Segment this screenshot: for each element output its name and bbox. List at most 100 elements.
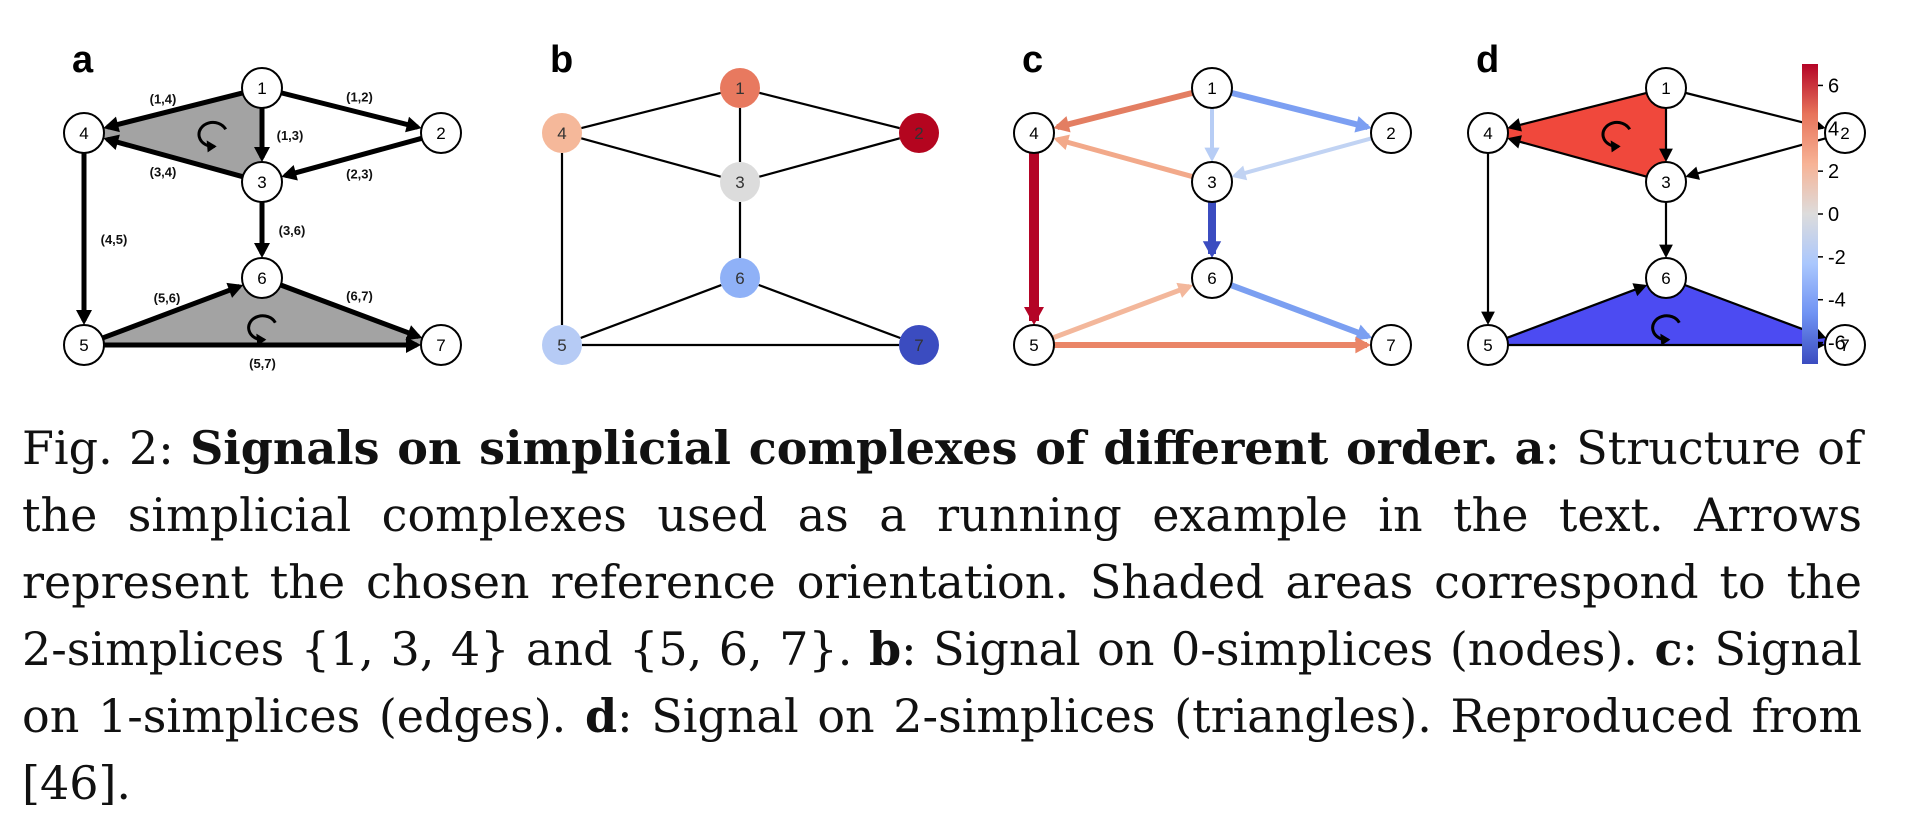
node-label-5: 5 xyxy=(79,336,88,355)
panel-label-a: a xyxy=(72,39,94,81)
colorbar-tick-label: -4 xyxy=(1828,290,1846,312)
figure: a(1,4)(1,2)(1,3)(3,4)(2,3)(4,5)(3,6)(5,6… xyxy=(63,39,1866,371)
panel-label-b: b xyxy=(550,39,573,81)
edge-arrowhead-icon xyxy=(1507,135,1522,149)
edge-arrowhead-icon xyxy=(1053,134,1070,151)
caption-b-text: : Signal on 0-simplices (nodes). xyxy=(901,622,1655,676)
node-6 xyxy=(1191,257,1233,299)
caption-fig-number: Fig. 2: xyxy=(22,421,191,475)
node-6 xyxy=(241,257,283,299)
edge-arrowhead-icon xyxy=(254,243,270,258)
node-2 xyxy=(1370,112,1412,154)
node-label-6: 6 xyxy=(1661,269,1670,288)
node-3 xyxy=(241,161,283,203)
edge-arrowhead-icon xyxy=(1355,336,1371,354)
edge-arrowhead-icon xyxy=(1481,311,1495,325)
colorbar-tick-label: 0 xyxy=(1828,204,1839,226)
edge-1-2 xyxy=(1685,91,1822,129)
node-3 xyxy=(720,162,760,202)
caption-d-label: d xyxy=(584,689,618,743)
edge-arrowhead-icon xyxy=(405,325,423,341)
edge-label-2-3: (2,3) xyxy=(346,167,373,182)
colorbar-tick-label: 4 xyxy=(1828,118,1839,140)
edge-arrowhead-icon xyxy=(281,165,298,181)
node-3 xyxy=(1191,161,1233,203)
node-label-2: 2 xyxy=(436,124,445,143)
node-6 xyxy=(720,258,760,298)
edge-5-6 xyxy=(101,284,241,341)
node-label-5: 5 xyxy=(1029,336,1038,355)
caption-a-text: : Structure of the simplicial complexes … xyxy=(22,421,1862,676)
triangle-5-6-7 xyxy=(1488,278,1845,345)
orientation-arrowhead-icon xyxy=(1610,140,1621,153)
edge-arrowhead-icon xyxy=(1659,244,1673,258)
node-label-2: 2 xyxy=(1840,124,1849,143)
colorbar-tick-label: 2 xyxy=(1828,161,1839,183)
caption-c-text: : Signal on 1-simplices (edges). xyxy=(22,622,1862,743)
edge-2-3 xyxy=(1234,136,1373,178)
node-label-2: 2 xyxy=(914,124,923,143)
node-label-4: 4 xyxy=(1029,124,1038,143)
edge-1-4 xyxy=(106,90,244,130)
edge-arrowhead-icon xyxy=(1053,116,1071,133)
edge-label-5-6: (5,6) xyxy=(154,291,181,306)
edge-arrowhead-icon xyxy=(103,116,120,133)
node-7 xyxy=(899,325,939,365)
edge-6-7 xyxy=(279,282,420,339)
edge-1-4 xyxy=(1056,89,1194,131)
node-label-1: 1 xyxy=(1661,79,1670,98)
edge-arrowhead-icon xyxy=(1685,166,1700,180)
edge-label-1-3: (1,3) xyxy=(277,128,304,143)
node-5 xyxy=(1467,324,1509,366)
edge-3-4 xyxy=(106,136,244,180)
node-label-7: 7 xyxy=(436,336,445,355)
orientation-arrowhead-icon xyxy=(206,140,217,153)
edge-label-3-4: (3,4) xyxy=(150,165,177,180)
node-7 xyxy=(1824,324,1866,366)
orientation-arrow-icon xyxy=(247,314,277,342)
orientation-arrow-icon xyxy=(1601,120,1631,148)
colorbar-tick-label: -6 xyxy=(1828,333,1846,355)
caption-b-label: b xyxy=(868,622,902,676)
triangle-5-6-7 xyxy=(84,278,441,345)
edge-arrowhead-icon xyxy=(1202,241,1222,258)
node-5 xyxy=(63,324,105,366)
figure-caption: Fig. 2: Signals on simplicial complexes … xyxy=(22,415,1862,817)
node-1 xyxy=(241,67,283,109)
node-1 xyxy=(1191,67,1233,109)
node-label-3: 3 xyxy=(735,173,744,192)
node-label-6: 6 xyxy=(257,269,266,288)
colorbar-gradient xyxy=(1802,64,1818,364)
node-label-5: 5 xyxy=(557,336,566,355)
panel-label-d: d xyxy=(1476,39,1499,81)
node-1 xyxy=(1645,67,1687,109)
edge-label-3-6: (3,6) xyxy=(279,223,306,238)
node-label-4: 4 xyxy=(1483,124,1492,143)
node-4 xyxy=(542,113,582,153)
caption-c-label: c xyxy=(1654,622,1683,676)
node-2 xyxy=(420,112,462,154)
edge-1-2 xyxy=(1230,89,1369,131)
orientation-arrow-icon xyxy=(1651,314,1681,342)
edge-1-4 xyxy=(1510,91,1647,129)
edge-6-7 xyxy=(1684,283,1823,338)
orientation-arrowhead-icon xyxy=(1660,333,1671,346)
node-label-3: 3 xyxy=(257,173,266,192)
edge-label-4-5: (4,5) xyxy=(101,232,128,247)
caption-a-label: a xyxy=(1514,421,1545,475)
edge-1-2 xyxy=(280,90,419,130)
edge-2-3 xyxy=(284,135,423,179)
edge-5-6 xyxy=(1051,284,1191,341)
edge-arrowhead-icon xyxy=(406,337,421,353)
edge-3-4 xyxy=(1056,136,1194,180)
edge-arrowhead-icon xyxy=(1176,282,1194,298)
node-4 xyxy=(63,112,105,154)
panel-label-c: c xyxy=(1022,39,1043,81)
node-7 xyxy=(420,324,462,366)
node-label-5: 5 xyxy=(1483,336,1492,355)
caption-d-text: : Signal on 2-simplices (triangles). Rep… xyxy=(22,689,1862,810)
node-label-4: 4 xyxy=(557,124,566,143)
edge-5-6 xyxy=(1506,285,1644,339)
